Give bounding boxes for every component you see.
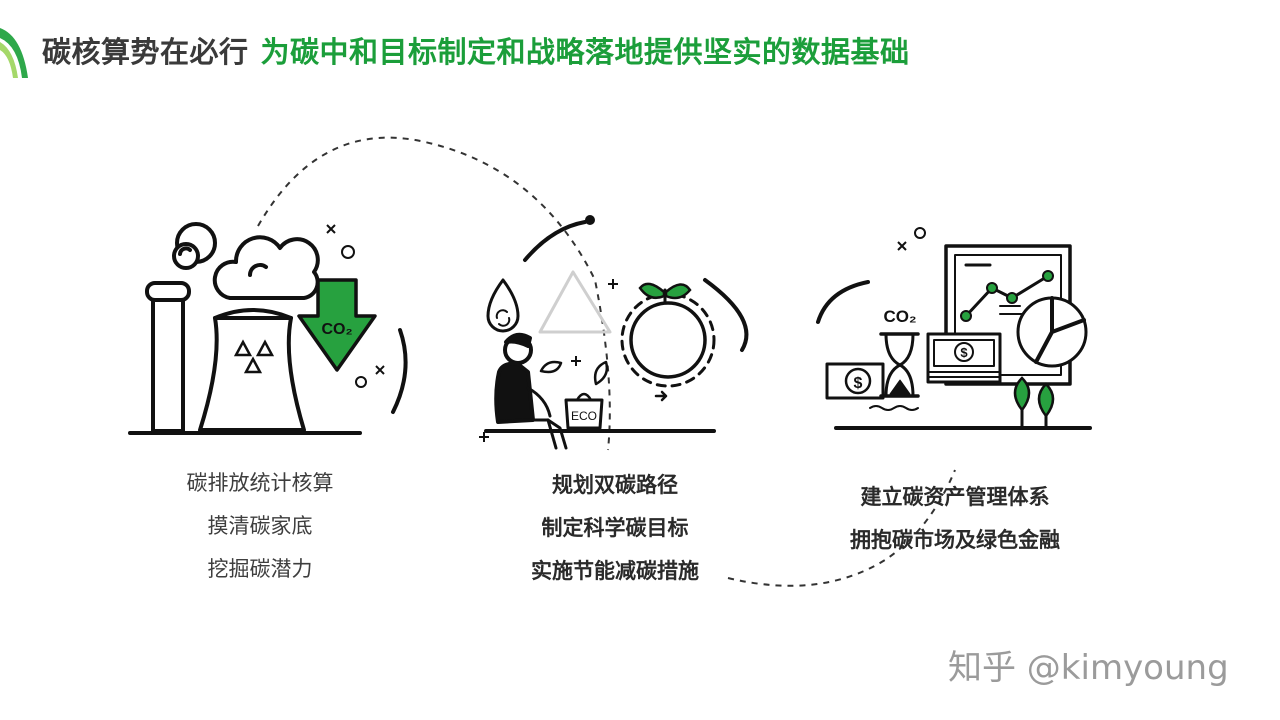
title-main: 碳核算势在必行 (42, 35, 249, 69)
decor-marks-1 (326, 224, 408, 414)
caption-line: 制定科学碳目标 (541, 516, 689, 540)
co2-label-1: CO₂ (321, 321, 352, 338)
sprout-icon (638, 282, 692, 300)
factory-co2-icon (128, 222, 362, 435)
caption-line: 拥抱碳市场及绿色金融 (850, 528, 1060, 552)
co2-label-2: CO₂ (883, 307, 916, 326)
title-sub: 为碳中和目标制定和战略落地提供坚实的数据基础 (260, 35, 910, 69)
caption-line: 碳排放统计核算 (186, 471, 334, 495)
dollar-label-1: $ (854, 375, 863, 392)
page-title: 碳核算势在必行为碳中和目标制定和战略落地提供坚实的数据基础 (42, 30, 910, 74)
caption-line: 实施节能减碳措施 (531, 559, 699, 583)
caption-line: 摸清碳家底 (207, 514, 313, 538)
tree-icon (1013, 376, 1055, 419)
person-eco-recycle-icon (484, 215, 749, 450)
eco-bag-label: ECO (571, 409, 597, 423)
dashed-connector-bottom (727, 469, 956, 587)
chart-points (960, 270, 1054, 322)
caption-carbon-assets: 建立碳资产管理体系 拥抱碳市场及绿色金融 (820, 476, 1090, 562)
caption-carbon-path: 规划双碳路径 制定科学碳目标 实施节能减碳措施 (500, 464, 730, 593)
radiation-icon (233, 339, 275, 374)
decor-marks-2 (479, 279, 618, 442)
caption-line: 建立碳资产管理体系 (860, 485, 1050, 509)
brand-logo-icon (0, 28, 28, 78)
caption-carbon-accounting: 碳排放统计核算 摸清碳家底 挖掘碳潜力 (150, 462, 370, 591)
co2-down-arrow-icon: CO₂ (297, 278, 377, 372)
caption-line: 规划双碳路径 (552, 473, 678, 497)
decor-marks-3 (897, 227, 926, 251)
caption-line: 挖掘碳潜力 (207, 557, 313, 581)
watermark: 知乎 @kimyoung (948, 648, 1229, 688)
dollar-label-2: $ (960, 345, 968, 360)
